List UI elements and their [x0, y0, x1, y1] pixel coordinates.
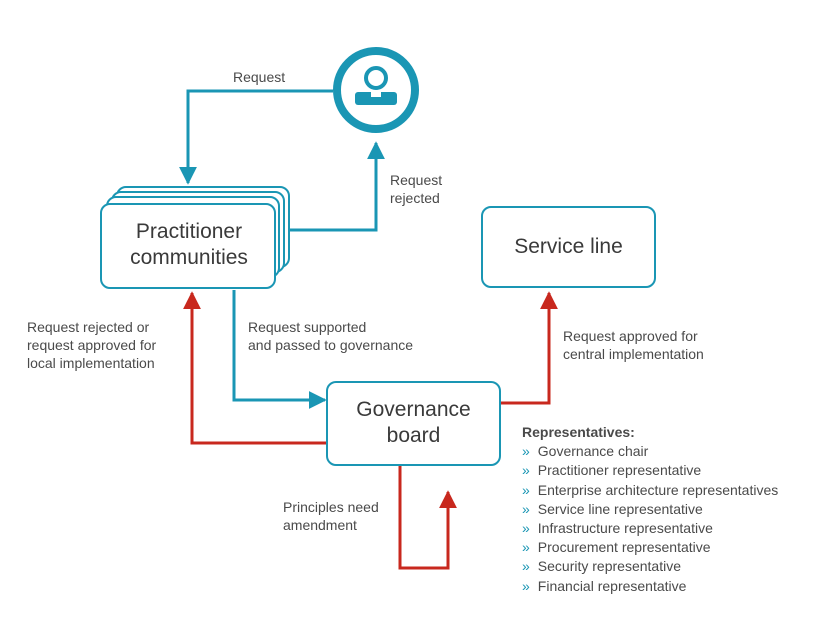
service-line-label: Service line	[514, 235, 623, 258]
representatives-list: Representatives: » Governance chair » Pract…	[522, 423, 778, 596]
representative-item: » Procurement representative	[522, 538, 778, 557]
bullet-icon: »	[522, 520, 530, 537]
edge-request-supported	[232, 290, 327, 409]
bullet-icon: »	[522, 462, 530, 479]
bullet-icon: »	[522, 577, 530, 594]
representative-item: » Security representative	[522, 557, 778, 576]
edge-request	[179, 89, 333, 185]
representatives-heading: Representatives:	[522, 424, 635, 440]
requester-node	[333, 47, 419, 133]
bullet-icon: »	[522, 539, 530, 556]
representative-label: Governance chair	[537, 443, 649, 460]
representative-item: » Infrastructure representative	[522, 519, 778, 538]
edge-rejected-or-local	[183, 291, 327, 445]
label-rejected-or-local: Request rejected or request approved for…	[27, 319, 157, 371]
bullet-icon: »	[522, 443, 530, 460]
representative-label: Infrastructure representative	[537, 520, 713, 537]
governance-board-label: Governance board	[356, 398, 471, 447]
representative-item: » Enterprise architecture representatives	[522, 481, 778, 500]
service-line-node	[481, 206, 656, 288]
label-request-rejected: Request rejected	[390, 172, 443, 206]
practitioner-communities-label: Practitioner communities	[130, 220, 248, 269]
representative-label: Procurement representative	[537, 539, 711, 556]
bullet-icon: »	[522, 500, 530, 517]
representatives-items: » Governance chair » Practitioner represent…	[522, 442, 778, 596]
edge-request-rejected	[290, 141, 385, 232]
representative-label: Financial representative	[537, 577, 687, 594]
representative-label: Service line representative	[537, 500, 703, 517]
representative-item: » Practitioner representative	[522, 461, 778, 480]
edge-central-implementation	[500, 291, 558, 405]
bullet-icon: »	[522, 481, 530, 498]
representative-label: Security representative	[537, 558, 681, 575]
bullet-icon: »	[522, 558, 530, 575]
label-principles-amendment: Principles need amendment	[283, 499, 379, 533]
edge-principles-amendment	[398, 465, 457, 570]
representative-item: » Governance chair	[522, 442, 778, 461]
user-icon	[355, 66, 397, 105]
label-request-supported: Request supported and passed to governan…	[248, 319, 414, 353]
representative-label: Enterprise architecture representatives	[537, 481, 779, 498]
label-central-implementation: Request approved for central implementat…	[563, 328, 704, 362]
label-request: Request	[233, 69, 286, 85]
practitioner-communities-node	[100, 186, 290, 289]
representative-item: » Service line representative	[522, 500, 778, 519]
governance-board-node	[326, 381, 501, 466]
representative-label: Practitioner representative	[537, 462, 702, 479]
representative-item: » Financial representative	[522, 577, 778, 596]
